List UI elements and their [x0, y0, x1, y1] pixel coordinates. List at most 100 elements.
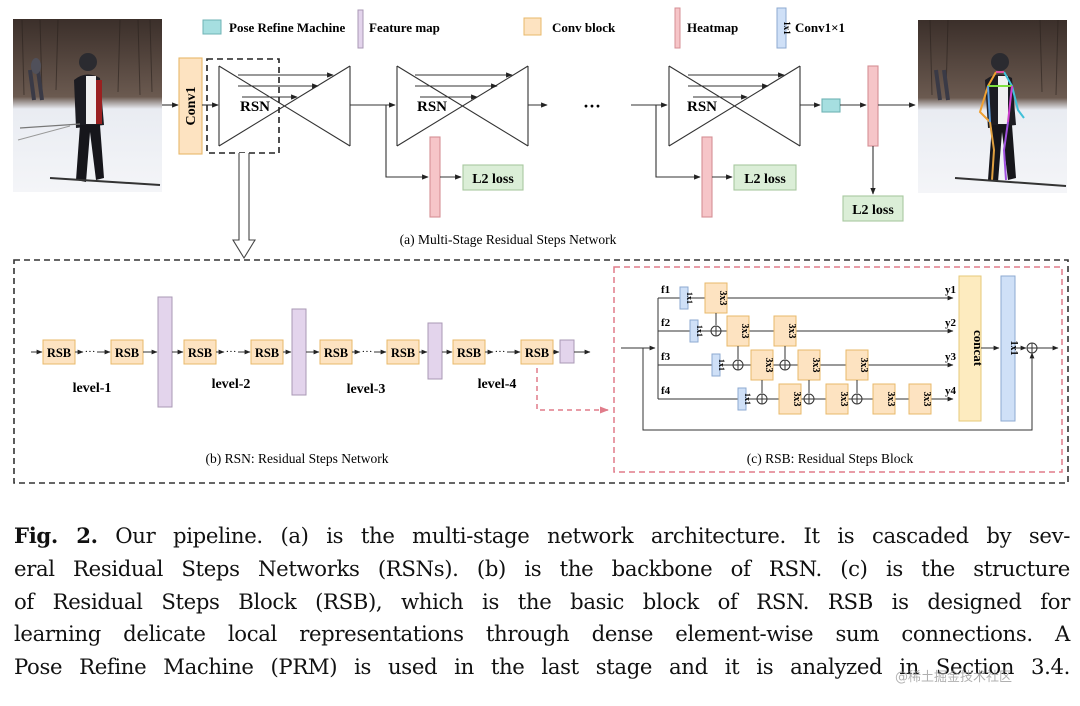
svg-text:1x1: 1x1 — [685, 292, 694, 304]
rsb-block: RSB — [42, 339, 76, 365]
output-label: y2 — [945, 317, 957, 329]
conv1x1-block: 1x1 — [679, 286, 694, 310]
svg-text:3x3: 3x3 — [791, 392, 802, 407]
input-label: f4 — [661, 385, 671, 397]
dots: ··· — [362, 346, 373, 358]
panel-b-caption: (b) RSN: Residual Steps Network — [206, 451, 389, 466]
legend-item-conv-block: Conv block — [523, 17, 616, 36]
heatmap-2 — [701, 136, 713, 218]
caption-line: Pose Refine Machine (PRM) is used in the… — [14, 654, 1070, 680]
svg-text:3x3: 3x3 — [810, 358, 821, 373]
dots: ··· — [495, 346, 506, 358]
rsb-block: RSB — [110, 339, 144, 365]
conv1x1-block: 1x1 — [689, 319, 704, 343]
svg-text:1x1: 1x1 — [1008, 341, 1019, 356]
rsn-stage-2 — [396, 65, 529, 147]
rsb-box — [520, 339, 554, 365]
legend-label: Heatmap — [687, 20, 738, 35]
legend-label: Conv block — [552, 20, 616, 35]
rsb-link-arrow — [536, 368, 609, 414]
rsb-label: RSB — [391, 346, 415, 360]
heatmap-1 — [429, 136, 441, 218]
feature-map — [291, 308, 307, 396]
feature-map — [427, 322, 443, 380]
conv3x3-block: 3x3 — [704, 282, 728, 314]
rsb-box — [183, 339, 217, 365]
feature-map — [559, 339, 575, 364]
rsn-stage-1 — [218, 65, 351, 147]
rsb-label: RSB — [525, 346, 549, 360]
prm-swatch — [202, 19, 222, 35]
l2-loss-final — [842, 195, 904, 222]
sum-node — [851, 393, 863, 405]
rsn-label: RSN — [240, 99, 270, 115]
conv1x1-block: 1x1 — [737, 387, 752, 411]
figure-caption: Fig. 2. Our pipeline. (a) is the multi-s… — [14, 520, 1070, 684]
level-label: level-3 — [347, 382, 386, 397]
legend-item-prm: Pose Refine Machine — [202, 19, 345, 35]
svg-text:1x1: 1x1 — [717, 359, 726, 371]
caption-line: learning delicate local representations … — [14, 621, 1070, 647]
rsb-label: RSB — [188, 346, 212, 360]
conv3x3-block: 3x3 — [773, 315, 797, 347]
conv1x1-swatch — [776, 7, 787, 49]
legend-label: Feature map — [369, 20, 440, 35]
panel-a — [162, 57, 916, 260]
sum-node — [710, 325, 722, 337]
sum-node — [732, 359, 744, 371]
conv3x3-block: 3x3 — [797, 349, 821, 381]
legend-item-conv1x1: 1x1 Conv1×1 — [776, 7, 845, 49]
conv1-label: Conv1 — [184, 87, 199, 126]
caption-line: eral Residual Steps Networks (RSNs). (b)… — [14, 555, 1070, 581]
sum-node — [756, 393, 768, 405]
sum-node — [803, 393, 815, 405]
sum-node — [779, 359, 791, 371]
rsb-box — [386, 339, 420, 365]
input-image — [13, 19, 162, 192]
pose-skeleton — [978, 71, 1025, 181]
legend-label: Conv1×1 — [795, 20, 845, 35]
conv3x3-block: 3x3 — [726, 315, 750, 347]
input-label: f2 — [661, 317, 671, 329]
panel-b: RSB···RSBlevel-1RSB···RSBlevel-2RSB···RS… — [31, 296, 591, 408]
output-label: y1 — [945, 284, 956, 296]
conv3x3-block: 3x3 — [872, 383, 896, 415]
legend-label: Pose Refine Machine — [229, 20, 345, 35]
legend-item-heatmap: Heatmap — [674, 7, 738, 49]
dots: ··· — [226, 346, 237, 358]
panel-c-caption: (c) RSB: Residual Steps Block — [747, 451, 914, 466]
svg-text:3x3: 3x3 — [717, 291, 728, 306]
svg-text:3x3: 3x3 — [739, 324, 750, 339]
dots: ··· — [85, 346, 96, 358]
rsn-detail-frame — [13, 259, 1069, 484]
legend-item-feature-map: Feature map — [357, 9, 440, 49]
conv3x3-block: 3x3 — [778, 383, 802, 415]
panel-a-caption: (a) Multi-Stage Residual Steps Network — [400, 232, 617, 247]
rsb-detail-frame — [613, 266, 1063, 473]
svg-text:3x3: 3x3 — [763, 358, 774, 373]
l2-loss-label: L2 loss — [744, 172, 786, 187]
rsb-label: RSB — [255, 346, 279, 360]
conv-swatch — [523, 17, 542, 36]
rsb-block: RSB — [386, 339, 420, 365]
output-image — [918, 19, 1067, 193]
rsb-box — [452, 339, 486, 365]
svg-text:concat: concat — [971, 330, 986, 367]
stage-ellipsis: ··· — [583, 96, 601, 116]
sum-node — [1026, 342, 1038, 354]
svg-text:3x3: 3x3 — [921, 392, 932, 407]
feature-swatch — [357, 9, 364, 49]
svg-text:3x3: 3x3 — [885, 392, 896, 407]
heatmap-swatch — [674, 7, 681, 49]
rsb-block: RSB — [452, 339, 486, 365]
conv3x3-block: 3x3 — [845, 349, 869, 381]
concat-block: concat — [958, 275, 986, 422]
output-label: y4 — [945, 385, 957, 397]
fusion-conv1x1: 1x1 — [1000, 275, 1019, 422]
svg-text:3x3: 3x3 — [786, 324, 797, 339]
rsb-block: RSB — [319, 339, 353, 365]
figure-label: Fig. 2. — [14, 523, 98, 548]
rsn-stage-n — [668, 65, 801, 147]
conv1-block — [178, 57, 203, 155]
